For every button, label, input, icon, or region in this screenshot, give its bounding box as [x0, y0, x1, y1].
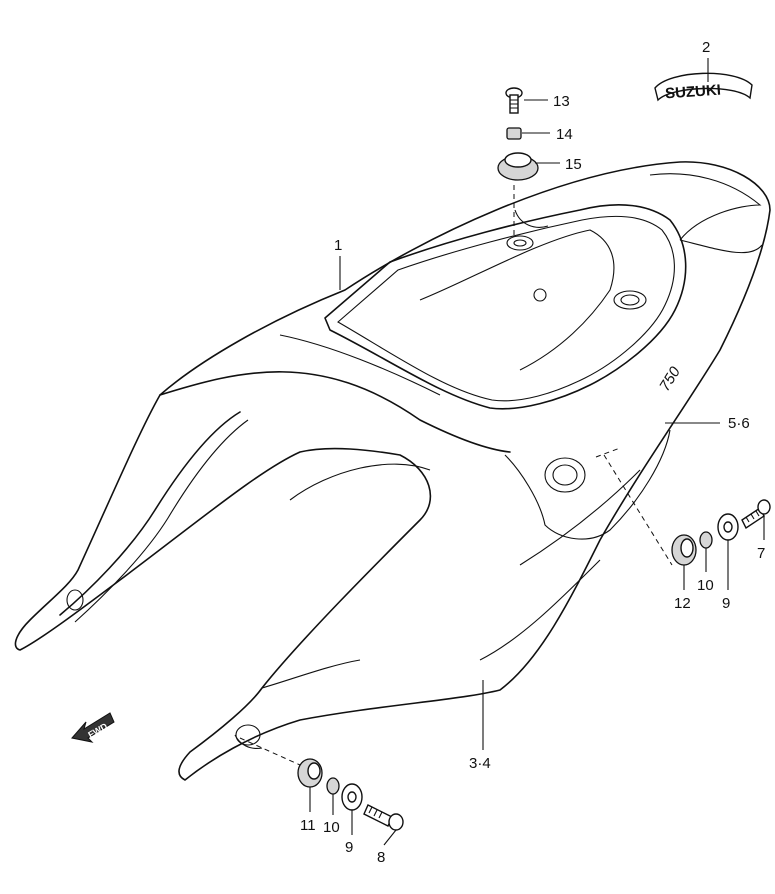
suzuki-emblem: SUZUKI	[654, 72, 753, 103]
callout-1: 1	[334, 237, 342, 254]
callout-14: 14	[556, 126, 573, 143]
callout-7: 7	[757, 545, 765, 562]
seat-tail-cover	[14, 161, 771, 781]
leader-lines	[309, 58, 765, 846]
callout-10-side: 10	[697, 577, 714, 594]
callout-13: 13	[553, 93, 570, 110]
callout-10-lower: 10	[323, 819, 340, 836]
callout-12: 12	[674, 595, 691, 612]
cover-badge-text: 750	[656, 363, 684, 394]
callout-9-side: 9	[722, 595, 730, 612]
top-fastener-stack	[497, 87, 539, 238]
callout-11: 11	[300, 817, 316, 834]
callout-8: 8	[377, 849, 385, 866]
forward-direction-arrow: FWD	[71, 712, 115, 743]
callout-2: 2	[702, 39, 710, 56]
side-fastener-stack	[595, 447, 771, 566]
callout-5-6: 5·6	[728, 415, 750, 432]
callout-3-4: 3·4	[469, 755, 491, 772]
callout-9-lower: 9	[345, 839, 353, 856]
callout-labels: 1 2 3·4 5·6 7 8 9 9 10 10 11 12 13 14 15	[300, 39, 765, 866]
lower-fastener-stack	[239, 737, 404, 831]
callout-15: 15	[565, 156, 582, 173]
emblem-text: SUZUKI	[665, 82, 722, 103]
